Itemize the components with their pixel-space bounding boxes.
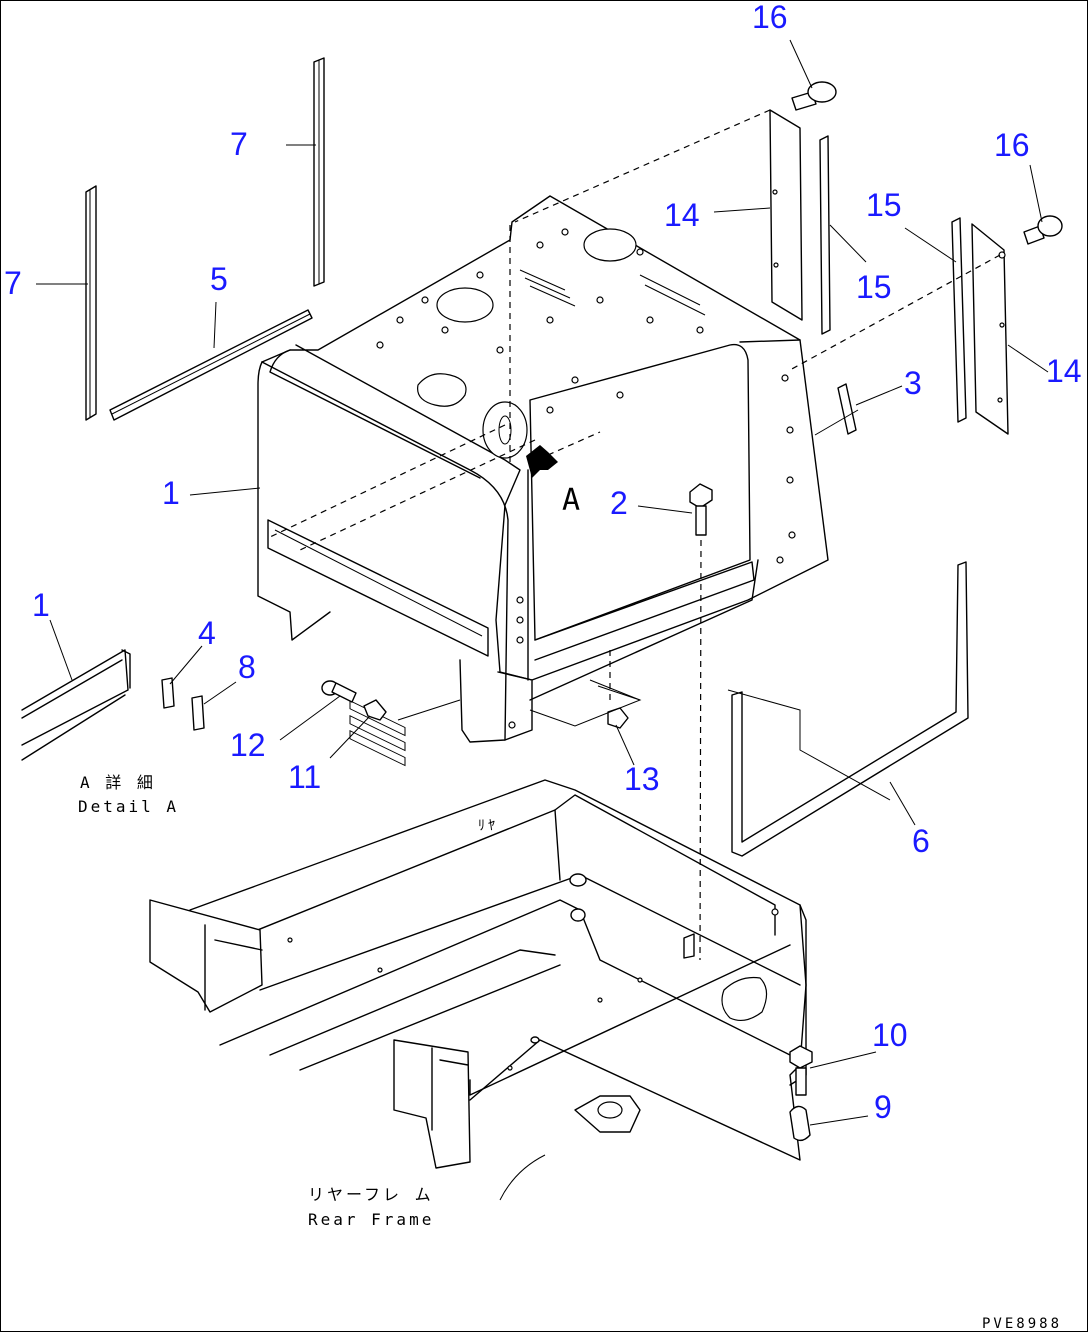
bolt-16-upper [791,81,837,111]
seal-piece-3 [837,383,857,435]
detail-leader [397,679,641,721]
callout-3: 3 [904,365,922,401]
rear-frame-caption-jp: リヤーフレ ム [308,1185,434,1204]
bolt-10 [789,1045,813,1096]
callout-10: 10 [872,1017,908,1053]
assembly-dashed-lines [267,109,1001,801]
detail-caption-jp: A 詳 細 [80,773,156,792]
callout-1-hood: 1 [162,475,180,511]
seal-strip-15-upper [819,135,831,335]
bolt-2-axis [699,539,702,961]
callout-11: 11 [288,759,321,795]
seal-strip-7-top [313,57,325,287]
callout-15-upper: 15 [856,269,892,305]
view-arrow [526,445,558,478]
callout-1-detail: 1 [32,587,50,623]
callout-12: 12 [230,727,266,763]
callout-14-upper: 14 [664,197,700,233]
rear-frame [149,779,807,1169]
bolt-2 [689,483,713,536]
nut-13 [607,707,629,729]
frame-mark: ﾘﾔ [478,818,498,834]
clip-11 [363,699,387,721]
bolt-12 [321,680,357,703]
rear-frame-leader [499,1154,546,1201]
callout-13: 13 [624,761,660,797]
leader-lines [36,39,1049,1126]
hood-part-1 [257,195,829,767]
callout-7-left: 7 [4,265,22,301]
callout-9: 9 [874,1089,892,1125]
callout-15-right: 15 [866,187,902,223]
washer-9 [789,1105,811,1142]
callout-14-right: 14 [1046,353,1082,389]
rear-frame-caption-en: Rear Frame [308,1210,434,1229]
callout-16-upper: 16 [752,0,788,35]
seal-strip-5 [109,309,313,421]
drawing-code: PVE8988 [982,1316,1062,1332]
seal-strip-15-right [951,217,967,423]
cover-plate-14-right [971,223,1009,435]
callout-2: 2 [610,485,628,521]
callout-5: 5 [210,261,228,297]
callout-7-upper: 7 [230,126,248,162]
bolt-16-right [1023,215,1063,245]
callout-4: 4 [198,615,216,651]
detail-a-view [21,649,205,761]
seal-strip-6 [731,561,969,857]
seal-strip-7-left [85,185,97,421]
detail-caption-en: Detail A [78,797,179,816]
callout-8: 8 [238,649,256,685]
view-marker-label: A [562,483,580,518]
cover-plate-14-upper [769,109,803,321]
callout-6: 6 [912,823,930,859]
callout-numbers: 16 7 16 14 15 7 5 15 14 3 1 2 1 4 8 12 1… [4,0,1082,1125]
callout-16-right: 16 [994,127,1030,163]
